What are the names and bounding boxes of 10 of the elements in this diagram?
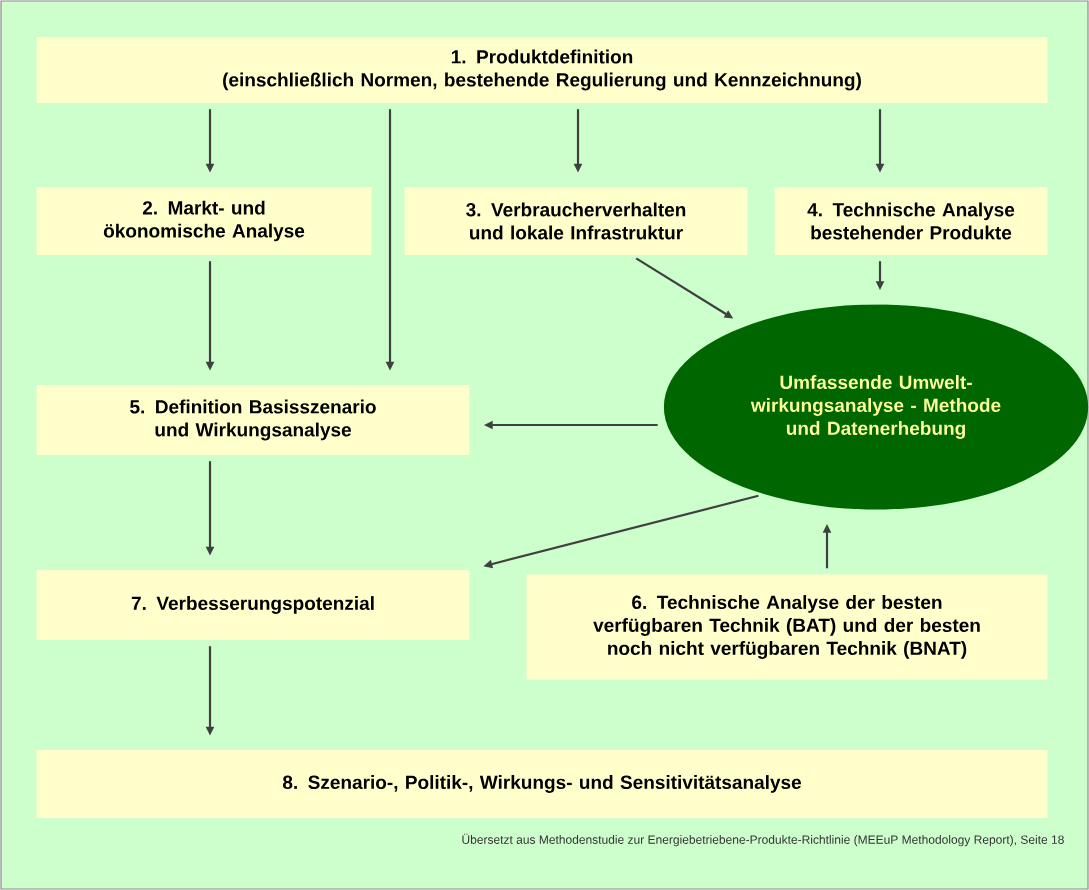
process-box: 3. Verbraucherverhalten und lokale Infrastruktur <box>404 187 748 255</box>
caption: Übersetzt aus Methodenstudie zur Energiebetriebene-Produkte-Richtlinie (MEEuP Methodology Report), Seite 18 <box>462 833 1064 847</box>
process-box: 6. Technische Analyse der besten verfügbaren Technik (BAT) und der besten noch nicht verfügbaren Technik (BNAT) <box>526 574 1048 680</box>
ellipse-node: Umfassende Umwelt-wirkungsanalyse - Methode und Datenerhebung <box>663 304 1089 510</box>
process-box: 2. Markt- und ökonomische Analyse <box>36 187 372 255</box>
process-box: 7. Verbesserungspotenzial <box>36 570 470 640</box>
process-box: 4. Technische Analyse bestehender Produkte <box>774 187 1048 255</box>
process-box: 5. Definition Basisszenario und Wirkungsanalyse <box>36 385 470 455</box>
process-box: 1. Produktdefinition (einschließlich Normen, bestehende Regulierung und Kennzeichnung) <box>36 37 1048 103</box>
process-box: 8. Szenario-, Politik-, Wirkungs- und Sensitivitätsanalyse <box>36 750 1048 818</box>
